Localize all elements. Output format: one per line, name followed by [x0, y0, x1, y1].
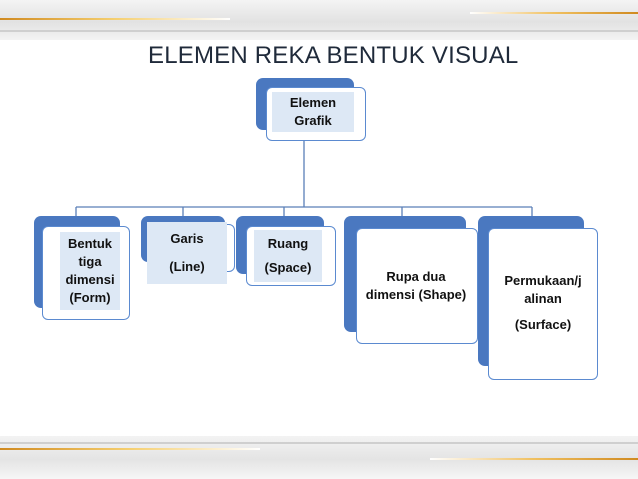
node-label: Rupa dua dimensi (Shape): [360, 268, 472, 304]
surface-label-line3: (Surface): [514, 317, 572, 332]
node-label: Garis (Line): [147, 222, 227, 284]
footer-gold-stripe: [0, 448, 260, 450]
node-line: Garis (Line): [141, 216, 235, 284]
form-label-line3: dimensi: [65, 272, 115, 287]
footer-gold-stripe-right: [430, 458, 638, 460]
node-label: Bentuk tiga dimensi (Form): [60, 232, 120, 310]
node-form: Bentuk tiga dimensi (Form): [34, 216, 130, 320]
header-gold-stripe: [0, 18, 230, 20]
header-divider: [0, 30, 638, 32]
node-label: Elemen Grafik: [272, 92, 354, 132]
root-label-line2: Grafik: [294, 113, 332, 128]
slide-title: ELEMEN REKA BENTUK VISUAL: [148, 42, 519, 69]
node-card: [356, 228, 478, 344]
node-elemen-grafik: Elemen Grafik: [256, 78, 366, 142]
line-label-line2: (Line): [169, 259, 205, 274]
shape-label-line1: Rupa dua: [386, 269, 446, 284]
form-label-line4: (Form): [69, 290, 111, 305]
shape-label-line2: dimensi (Shape): [365, 287, 467, 302]
header-gold-stripe-right: [470, 12, 638, 14]
space-label-line1: Ruang: [267, 236, 309, 251]
node-card: [488, 228, 598, 380]
node-label: Permukaan/j alinan (Surface): [488, 272, 598, 334]
footer-divider: [0, 442, 638, 444]
form-label-line2: tiga: [78, 254, 102, 269]
footer-band: [0, 436, 638, 479]
node-surface: Permukaan/j alinan (Surface): [478, 216, 598, 380]
form-label-line1: Bentuk: [67, 236, 113, 251]
space-label-line2: (Space): [264, 260, 312, 275]
node-space: Ruang (Space): [236, 216, 336, 286]
surface-label-line1: Permukaan/j: [504, 273, 582, 288]
root-label-line1: Elemen: [289, 95, 337, 110]
node-label: Ruang (Space): [254, 230, 322, 282]
node-shape: Rupa dua dimensi (Shape): [344, 216, 478, 344]
header-band: [0, 0, 638, 40]
line-label-line1: Garis: [170, 231, 204, 246]
surface-label-line2: alinan: [524, 291, 562, 306]
